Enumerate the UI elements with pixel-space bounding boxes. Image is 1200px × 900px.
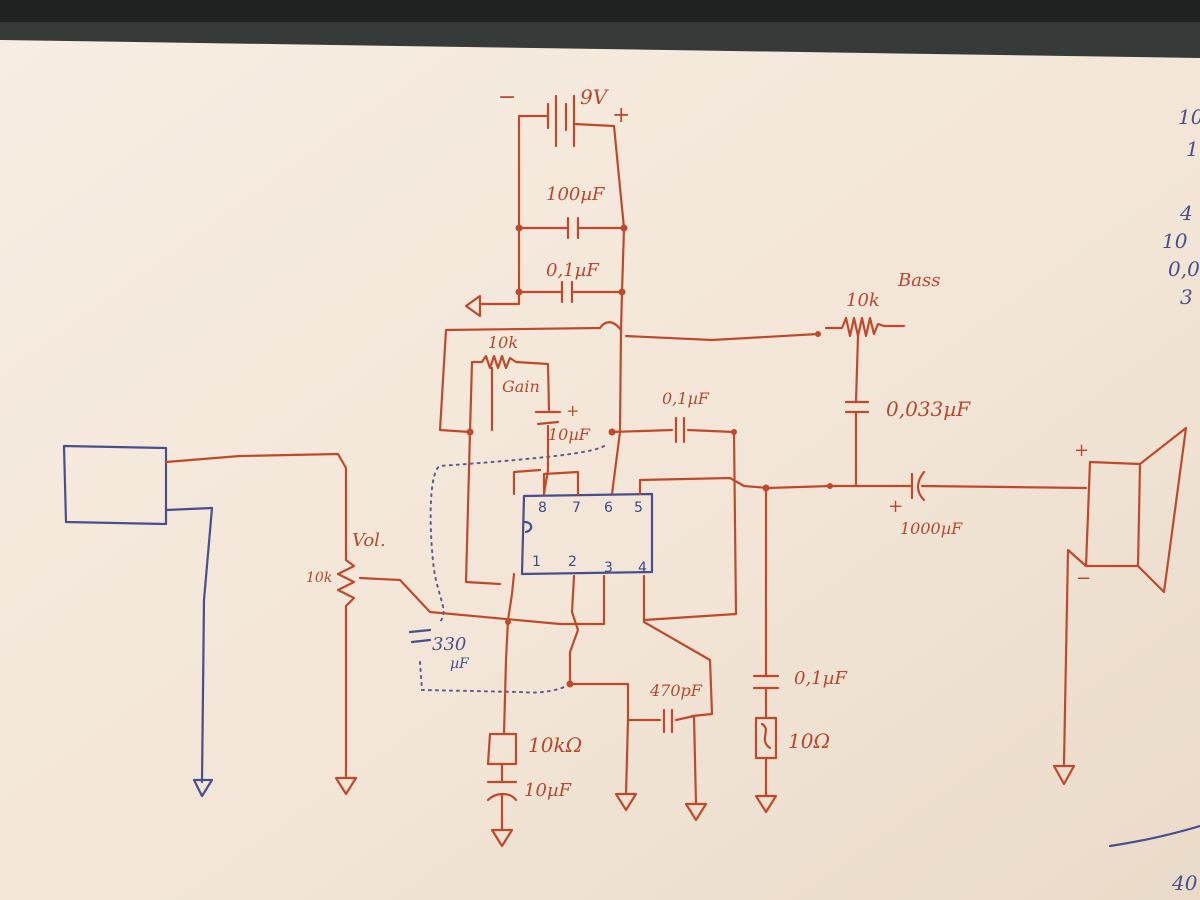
ic-pin-2-label: 2: [568, 554, 577, 570]
gain-resistor-value: 10k: [488, 333, 518, 352]
margin-fragment-2: 1: [1186, 137, 1199, 161]
bass-cap-value: 0,033µF: [886, 397, 971, 421]
margin-fragment-1: 10: [1178, 105, 1200, 129]
pin1-cap-value: 10µF: [524, 780, 573, 801]
ic-pin-4-label: 4: [638, 560, 647, 576]
zobel-network: 0,1µF 10Ω: [752, 486, 848, 814]
output-cap-value: 1000µF: [900, 519, 963, 538]
cap-100uF-label: 100µF: [546, 184, 606, 205]
corner-fragment: 40: [1171, 871, 1198, 895]
ic-lm386: 8 7 6 5 1 2 3 4: [520, 492, 654, 576]
pin1-resistor-value: 10kΩ: [528, 733, 582, 757]
margin-fragment-5: 0,0: [1168, 257, 1200, 281]
ic-pin-6-label: 6: [604, 500, 613, 516]
gain-cap-plus: +: [566, 401, 579, 420]
ic-pin-7-label: 7: [572, 500, 581, 516]
battery-minus: −: [498, 85, 516, 110]
battery: 9V + −: [498, 85, 630, 148]
ground-symbol-supply: [464, 290, 521, 318]
capacitor-470pF: 470pF: [566, 680, 708, 822]
paper-sheet: [0, 40, 1200, 900]
volume-pot: Vol. 10k: [306, 530, 386, 796]
ic-pin-8-label: 8: [538, 500, 547, 516]
margin-notes: 10 1 4 10 0,0 3 40: [1108, 105, 1200, 895]
ic-pin-1-label: 1: [532, 554, 541, 570]
ic-pin-3-label: 3: [604, 560, 613, 576]
battery-voltage: 9V: [580, 85, 610, 109]
speaker: + −: [1052, 426, 1188, 786]
gain-label: Gain: [502, 377, 540, 396]
cap-470pF-label: 470pF: [649, 681, 703, 700]
capacitor-0-1uF-supply: 0,1µF: [515, 260, 626, 304]
gain-network: 10k Gain + 10µF: [464, 333, 591, 586]
output-capacitor: + 1000µF: [888, 470, 1088, 538]
bass-network: Bass 10k 0,033µF: [824, 270, 971, 486]
keyboard-strip: [0, 0, 1200, 22]
volume-label: Vol.: [352, 530, 386, 551]
margin-fragment-4: 10: [1162, 229, 1188, 253]
pin7-cap-value: 0,1µF: [662, 389, 710, 408]
volume-pot-value: 10k: [306, 570, 332, 586]
ic-pin-5-label: 5: [634, 500, 643, 516]
gain-cap-value: 10µF: [548, 425, 591, 444]
output-cap-plus: +: [888, 496, 903, 517]
speaker-plus: +: [1074, 440, 1089, 461]
speaker-minus: −: [1076, 568, 1091, 589]
zobel-resistor-value: 10Ω: [788, 729, 830, 753]
battery-plus: +: [612, 103, 630, 128]
pin1-network: 10kΩ 10µF: [486, 618, 582, 848]
capacitor-100uF: 100µF: [515, 184, 628, 240]
input-cap-unit: µF: [450, 656, 470, 672]
bass-label: Bass: [897, 270, 940, 291]
margin-fragment-3: 4: [1179, 201, 1193, 225]
capacitor-0-1uF-pin7: 0,1µF: [610, 389, 738, 622]
input-cap-330: 330 µF: [408, 445, 605, 694]
cap-0-1uF-label: 0,1µF: [546, 260, 600, 281]
bass-resistor-value: 10k: [846, 290, 880, 311]
input-jack: [62, 444, 348, 798]
zobel-cap-value: 0,1µF: [794, 668, 848, 689]
input-cap-digits: 330: [432, 634, 466, 655]
margin-fragment-6: 3: [1180, 285, 1193, 309]
